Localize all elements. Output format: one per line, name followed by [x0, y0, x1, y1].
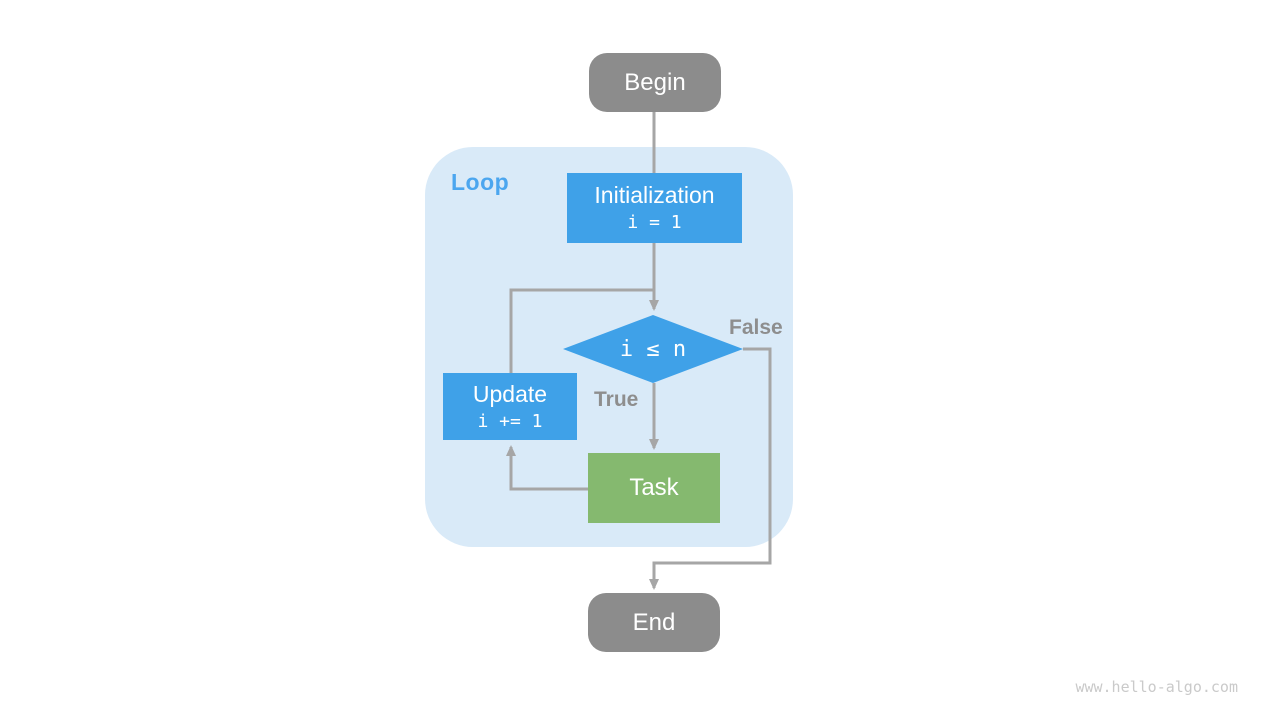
task-node: Task	[588, 453, 720, 523]
loop-label: Loop	[451, 169, 510, 195]
true-edge-label: True	[594, 388, 639, 411]
update-label: Update	[472, 380, 548, 407]
false-edge-label: False	[729, 316, 783, 339]
initialization-code: i = 1	[627, 212, 682, 234]
task-label: Task	[629, 474, 679, 501]
end-node: End	[588, 593, 720, 652]
condition-label: i ≤ n	[619, 336, 687, 362]
initialization-node: Initialization i = 1	[567, 173, 742, 243]
initialization-label: Initialization	[594, 182, 715, 209]
begin-node: Begin	[589, 53, 721, 112]
end-label: End	[632, 608, 676, 636]
watermark: www.hello-algo.com	[1075, 678, 1238, 696]
update-code: i += 1	[477, 410, 543, 432]
update-node: Update i += 1	[443, 373, 577, 440]
begin-label: Begin	[624, 68, 686, 96]
